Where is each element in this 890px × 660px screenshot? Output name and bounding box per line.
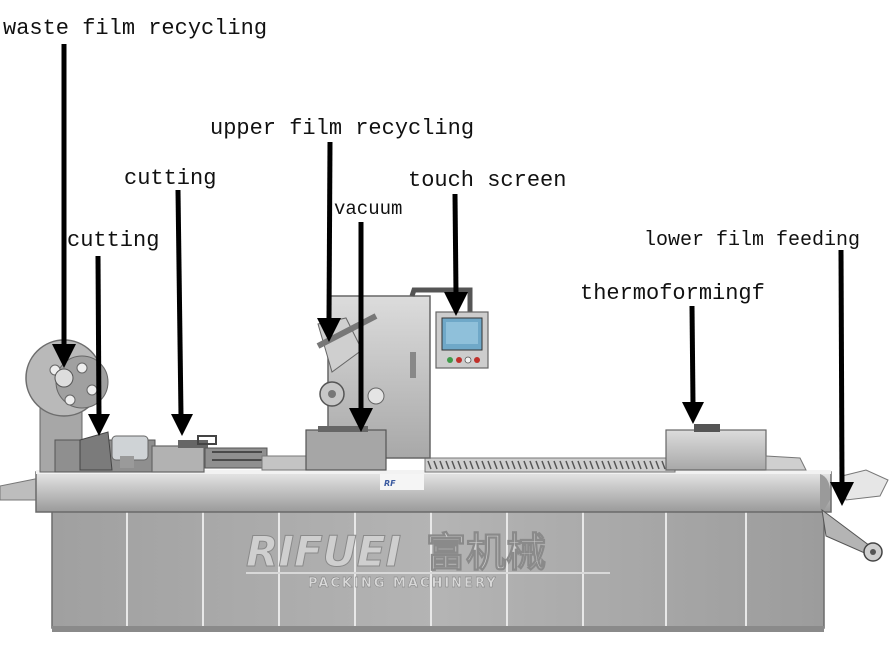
chain-link bbox=[445, 460, 450, 470]
label-vacuum: vacuum bbox=[334, 198, 403, 220]
chain-link bbox=[601, 460, 606, 470]
chain-link bbox=[625, 460, 630, 470]
label-cutting-2: cutting bbox=[124, 166, 217, 191]
chain-link bbox=[457, 460, 462, 470]
chain-link bbox=[505, 460, 510, 470]
chain-link bbox=[577, 460, 582, 470]
chain-link bbox=[631, 460, 636, 470]
logo-chinese: 富机械 bbox=[426, 530, 546, 576]
chain-link bbox=[487, 460, 492, 470]
chain-link bbox=[439, 460, 444, 470]
label-thermoforming: thermoformingf bbox=[580, 281, 765, 306]
chain-link bbox=[637, 460, 642, 470]
chain-link bbox=[517, 460, 522, 470]
chain-link bbox=[613, 460, 618, 470]
chain-link bbox=[547, 460, 552, 470]
chain-link bbox=[595, 460, 600, 470]
chain-link bbox=[481, 460, 486, 470]
upper-film-tower bbox=[305, 287, 473, 471]
chain-link bbox=[529, 460, 534, 470]
brand-logo: RIFUEI 富机械 PACKING MACHINERY bbox=[246, 527, 610, 591]
chain-link bbox=[643, 460, 648, 470]
chain-link bbox=[559, 460, 564, 470]
conveyor-chain bbox=[424, 457, 676, 473]
logo-text: RIFUEI bbox=[246, 527, 401, 576]
nameplate-text: RF bbox=[384, 479, 396, 488]
chain-link bbox=[589, 460, 594, 470]
chain-link bbox=[565, 460, 570, 470]
chain-link bbox=[541, 460, 546, 470]
chain-link bbox=[463, 460, 468, 470]
logo-tagline: PACKING MACHINERY bbox=[308, 576, 498, 591]
label-waste-film-recycling: waste film recycling bbox=[3, 16, 268, 41]
chain-link bbox=[649, 460, 654, 470]
cutting-station-2 bbox=[151, 435, 311, 473]
label-lower-film-feeding: lower film feeding bbox=[644, 229, 861, 252]
chain-link bbox=[553, 460, 558, 470]
chain-link bbox=[535, 460, 540, 470]
chain-link bbox=[661, 460, 666, 470]
label-upper-film-recycling: upper film recycling bbox=[210, 116, 475, 141]
chain-link bbox=[571, 460, 576, 470]
label-cutting-1: cutting bbox=[67, 228, 160, 253]
thermoforming-station bbox=[665, 424, 807, 471]
chain-link bbox=[523, 460, 528, 470]
lower-film-roller bbox=[821, 469, 889, 562]
chain-link bbox=[469, 460, 474, 470]
chain-link bbox=[583, 460, 588, 470]
chain-link bbox=[433, 460, 438, 470]
chain-link bbox=[511, 460, 516, 470]
cabinet-base bbox=[51, 509, 825, 632]
chain-link bbox=[499, 460, 504, 470]
nameplate: RF bbox=[380, 474, 424, 490]
chain-link bbox=[475, 460, 480, 470]
touch-screen-panel bbox=[435, 311, 489, 369]
chain-link bbox=[493, 460, 498, 470]
chain-link bbox=[607, 460, 612, 470]
chain-link bbox=[427, 460, 432, 470]
chain-link bbox=[451, 460, 456, 470]
label-touch-screen: touch screen bbox=[408, 168, 567, 193]
cutting-station-1 bbox=[79, 431, 149, 471]
chain-link bbox=[655, 460, 660, 470]
chain-link bbox=[619, 460, 624, 470]
